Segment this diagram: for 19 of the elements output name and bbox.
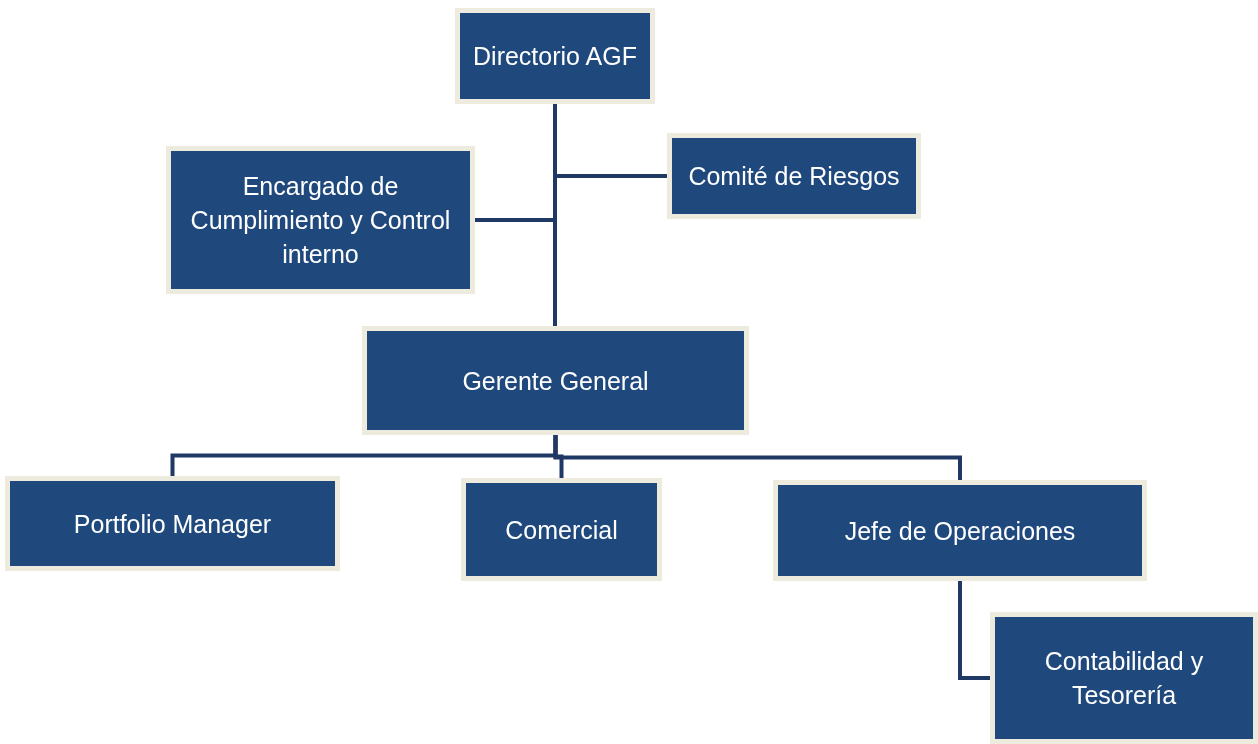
org-box [455,8,655,104]
org-box [667,133,921,219]
box-label: Contabilidad y Tesorería [1043,646,1205,711]
box-label: Jefe de Operaciones [844,515,1076,547]
org-box [461,478,662,581]
org-box [990,612,1258,744]
org-box [166,146,475,294]
box-label: Directorio AGF [473,41,637,72]
box-label: Comercial [505,514,618,546]
org-box [773,480,1147,581]
connector-line [553,435,962,480]
box-label: Gerente General [462,365,649,397]
connector-line [958,581,990,680]
org-box [362,326,749,435]
box-label: Comité de Riesgos [688,161,900,192]
connector-line [475,104,557,222]
box-label: Portfolio Manager [73,508,272,540]
box-label: Encargado de Cumplimiento y Control interno [189,171,452,270]
org-box [5,476,340,571]
